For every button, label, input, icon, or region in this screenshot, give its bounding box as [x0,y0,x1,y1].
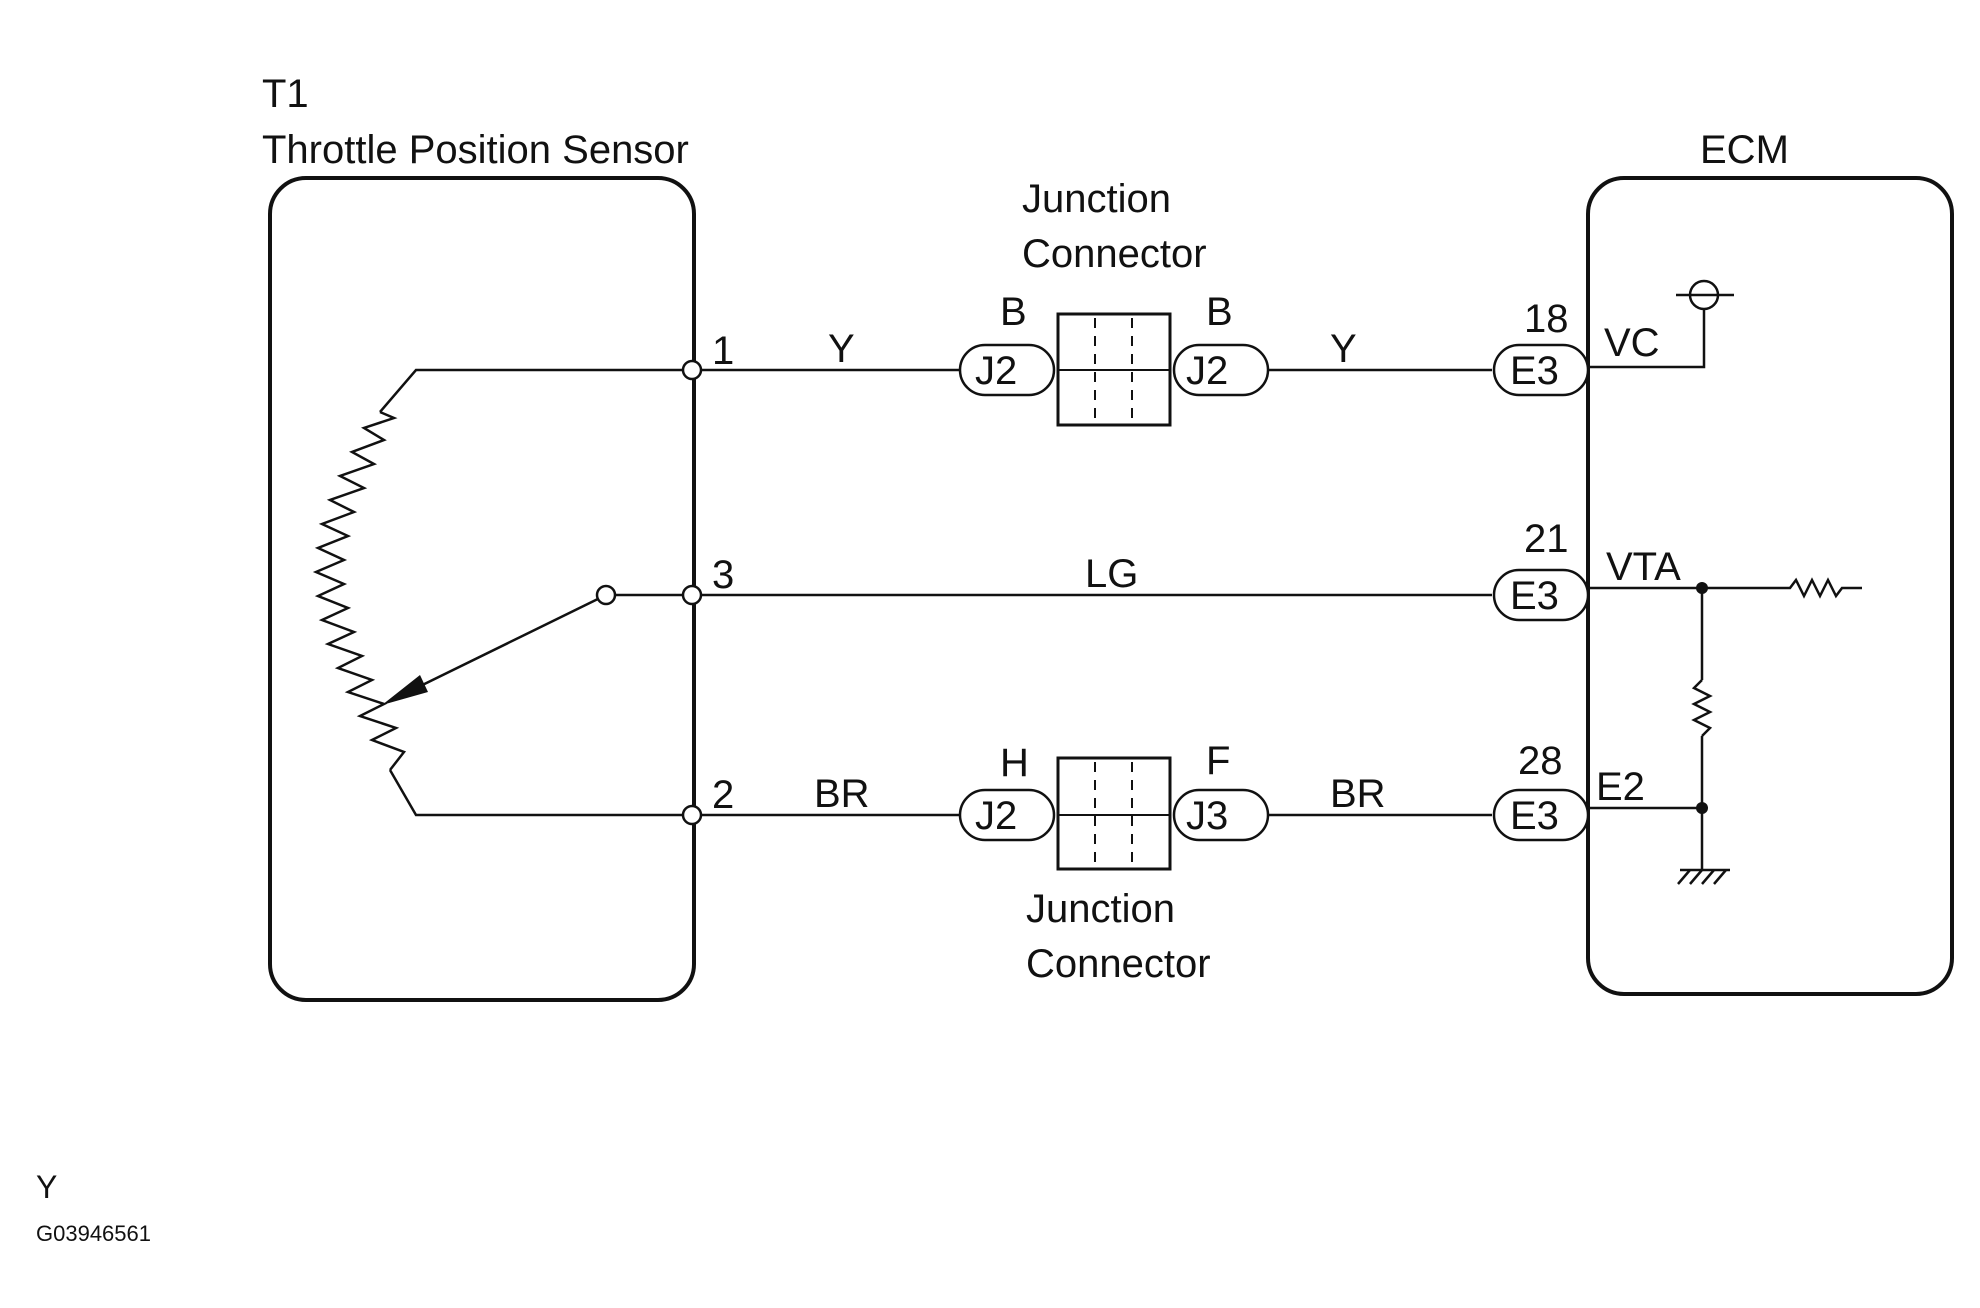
ecm-terminal-28-signal: E2 [1596,765,1645,809]
sensor-pin-3-label: 3 [712,553,734,597]
junction-bottom-left-connector [958,788,1056,842]
ecm-terminal-18-connector [1492,343,1590,397]
ecm-box [1586,176,1954,996]
junction-top-title-1: Junction [1022,177,1171,221]
junction-bottom-title-1: Junction [1026,887,1175,931]
ecm-terminal-18-signal: VC [1604,321,1660,365]
junction-top-title-2: Connector [1022,232,1207,276]
ground-hatch-2 [1689,869,1703,885]
junction-top-right-pin: B [1206,290,1233,334]
junction-bottom-title-2: Connector [1026,942,1211,986]
ground-hatch-1 [1677,869,1691,885]
junction-top-left-connector [958,343,1056,397]
junction-bottom-block [1056,756,1172,871]
ground-hatch-4 [1713,869,1727,885]
sensor-pin-2 [681,804,703,826]
junction-top-left-connector-label: J2 [975,349,1017,393]
junction-bottom-left-connector-label: J2 [975,794,1017,838]
wire-top-left-label: Y [828,327,855,371]
footer-code: G03946561 [36,1221,151,1246]
junction-bottom-right-pin: F [1206,739,1230,783]
sensor-pin-3 [681,584,703,606]
sensor-code: T1 [262,72,309,116]
ecm-terminal-21-number: 21 [1524,517,1569,561]
ecm-name: ECM [1700,128,1789,172]
sensor-resistor-top-lead [379,368,692,413]
junction-top-left-pin: B [1000,290,1027,334]
wire-middle-label: LG [1085,552,1138,596]
ecm-terminal-18-connector-label: E3 [1510,349,1559,393]
ecm-pulldown-resistor [1691,679,1713,737]
junction-top-right-connector-label: J2 [1186,349,1228,393]
sensor-pin-1-label: 1 [712,329,734,373]
ecm-terminal-21-connector [1492,568,1590,622]
junction-bottom-right-connector-label: J3 [1186,794,1228,838]
sensor-name: Throttle Position Sensor [262,128,689,172]
sensor-pin-2-label: 2 [712,773,734,817]
ecm-e2-node [1696,802,1708,814]
sensor-pin-1 [681,359,703,381]
ecm-terminal-28-connector-label: E3 [1510,794,1559,838]
ecm-terminal-21-connector-label: E3 [1510,574,1559,618]
junction-bottom-left-pin: H [1000,741,1029,785]
ecm-terminal-21-signal: VTA [1606,545,1681,589]
wire-bottom-left-label: BR [814,772,870,816]
ecm-terminal-28-connector [1492,788,1590,842]
sensor-wiper [401,593,607,697]
wiper-arrowhead [382,675,428,705]
footer-letter: Y [36,1169,57,1205]
ecm-vta-resistor [1780,577,1862,599]
sensor-resistor-bottom-lead [388,769,692,817]
ecm-terminal-28-number: 28 [1518,739,1563,783]
sensor-resistor-zigzag [312,410,407,771]
ecm-vc-line [1588,295,1706,369]
ecm-terminal-18-number: 18 [1524,297,1569,341]
ground-hatch-3 [1701,869,1715,885]
wiper-pivot [595,584,617,606]
wire-top-right-label: Y [1330,327,1357,371]
wire-bottom-right-label: BR [1330,772,1386,816]
